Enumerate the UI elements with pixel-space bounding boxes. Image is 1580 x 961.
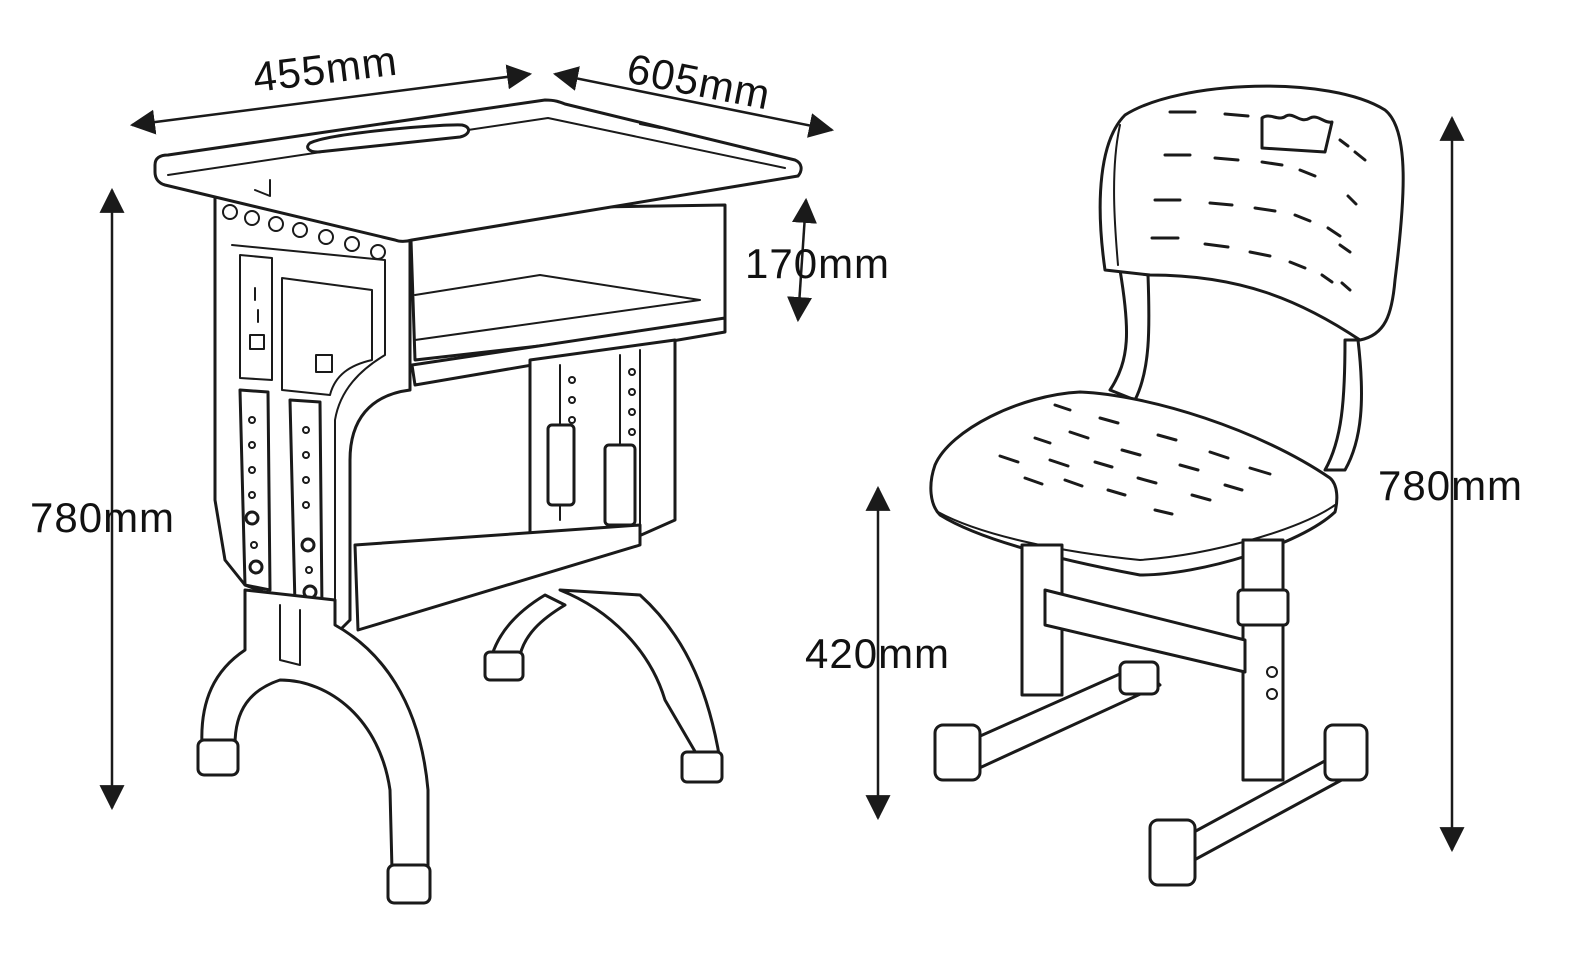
desk-drawer-lip <box>410 316 727 387</box>
chair-column-collar <box>1236 588 1290 627</box>
arrow-drawer-height <box>787 197 817 323</box>
desk-edge-holes <box>222 204 386 260</box>
arrow-desk-width <box>129 64 533 135</box>
chair-foot-rear-right <box>1118 660 1160 696</box>
desk-back-leg-left <box>490 593 567 657</box>
chair-crossbar <box>1043 588 1247 674</box>
label-seat-height: 420mm <box>805 630 950 677</box>
arrow-desk-depth <box>552 66 835 138</box>
chair-foot-front-left <box>1148 818 1197 887</box>
label-desk-height: 780mm <box>30 494 175 541</box>
dimension-arrows <box>99 64 1465 853</box>
desk-illustration <box>153 98 803 905</box>
chair-foot-rear-left <box>933 723 982 782</box>
chair-seat <box>929 390 1339 577</box>
chair-backrest <box>1098 84 1405 342</box>
desk-front-leg <box>200 588 430 872</box>
chair-illustration <box>929 84 1405 887</box>
desk-adjust-column-left <box>238 388 272 592</box>
label-desk-width: 455mm <box>250 37 400 101</box>
chair-seat-slots <box>998 403 1272 516</box>
chair-handle-cutout <box>1260 113 1334 154</box>
desk-foot-back-left <box>483 650 525 682</box>
desk-adjust-column-right <box>288 398 324 612</box>
desk-lower-shelf <box>353 523 642 632</box>
chair-front-column <box>1241 538 1285 782</box>
chair-back-post <box>1108 268 1151 402</box>
label-desk-depth: 605mm <box>623 45 774 119</box>
chair-foot-front-right <box>1323 723 1369 782</box>
chair-back-upright <box>1323 338 1364 472</box>
chair-backrest-slots <box>1150 110 1367 292</box>
desk-foot-front-right <box>386 863 432 905</box>
desk-back-leg-right <box>558 588 722 762</box>
desk-foot-front-left <box>196 738 240 777</box>
label-drawer-height: 170mm <box>745 240 890 287</box>
desk-foot-back-right <box>680 750 724 784</box>
label-chair-height: 780mm <box>1378 462 1523 509</box>
